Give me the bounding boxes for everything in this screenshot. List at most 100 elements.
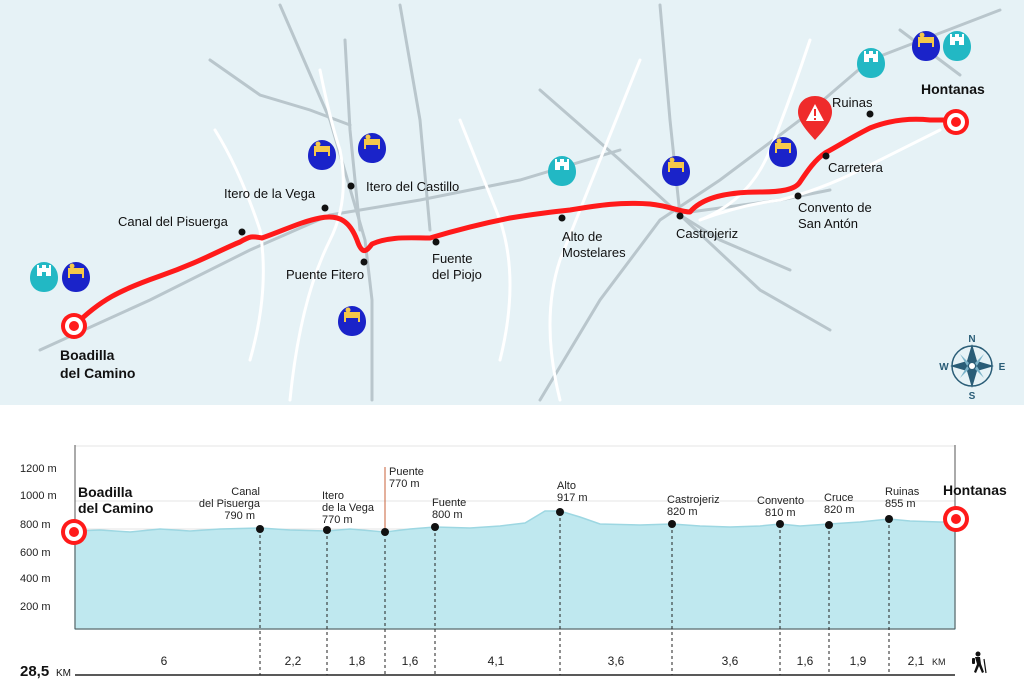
- label-fuente-2: del Piojo: [432, 267, 482, 282]
- wp-alto-1: Alto: [557, 480, 576, 492]
- seg-7: 3,6: [722, 654, 739, 668]
- waypoint-labels: Canal del Pisuerga 790 m Itero de la Veg…: [199, 466, 920, 526]
- seg-2: 2,2: [285, 654, 302, 668]
- waypoint-drops: [259, 512, 890, 675]
- albergue-pin-icon[interactable]: [662, 156, 690, 186]
- total-distance-unit: KM: [56, 668, 71, 679]
- label-ruinas: Ruinas: [832, 95, 873, 110]
- albergue-pin-icon[interactable]: [358, 133, 386, 163]
- wp-ruinas-2: 855 m: [885, 498, 916, 510]
- compass-s: S: [969, 391, 976, 402]
- waypoint-dots: [238, 110, 874, 266]
- castle-pin-icon[interactable]: [548, 156, 576, 186]
- wp-itero-1: Itero: [322, 490, 344, 502]
- wp-canal-3: 790 m: [224, 510, 255, 522]
- route-map: Boadilla del Camino Hontanas Canal del P…: [0, 0, 1024, 405]
- albergue-pin-icon[interactable]: [62, 262, 90, 292]
- seg-5: 4,1: [488, 654, 505, 668]
- hiker-icon: [972, 651, 987, 674]
- wp-alto-2: 917 m: [557, 492, 588, 504]
- castle-pin-icon[interactable]: [943, 31, 971, 61]
- compass-n: N: [968, 334, 975, 345]
- seg-1: 6: [161, 654, 168, 668]
- label-puente-fitero: Puente Fitero: [286, 267, 364, 282]
- map-canvas: Boadilla del Camino Hontanas Canal del P…: [30, 3, 1006, 402]
- profile-start-label-2: del Camino: [78, 500, 153, 516]
- seg-10: 2,1: [908, 654, 925, 668]
- wp-convento-2: 810 m: [765, 507, 796, 519]
- castle-pin-icon[interactable]: [30, 262, 58, 292]
- wp-castrojeriz-1: Castrojeriz: [667, 494, 720, 506]
- total-distance: 28,5: [20, 663, 49, 680]
- dot-ruinas: [866, 110, 874, 118]
- seg-8: 1,6: [797, 654, 814, 668]
- dot-convento: [794, 192, 802, 200]
- seg-10-unit: KM: [932, 657, 946, 667]
- y-label-400: 400 m: [20, 573, 51, 585]
- end-target-icon: [943, 109, 969, 135]
- warning-pin-icon[interactable]: [798, 96, 832, 140]
- y-label-1200: 1200 m: [20, 463, 57, 475]
- profile-start-label-1: Boadilla: [78, 484, 133, 500]
- albergue-pin-icon[interactable]: [338, 306, 366, 336]
- label-canal: Canal del Pisuerga: [118, 214, 229, 229]
- segment-distances: 6 2,2 1,8 1,6 4,1 3,6 3,6 1,6 1,9 2,1 KM: [161, 654, 946, 668]
- dot-castrojeriz: [676, 212, 684, 220]
- profile-dots: [256, 508, 893, 536]
- wp-itero-3: 770 m: [322, 514, 353, 526]
- map-start-label-2: del Camino: [60, 365, 135, 381]
- wp-cruce-2: 820 m: [824, 504, 855, 516]
- dot-alto: [558, 214, 566, 222]
- label-castrojeriz: Castrojeriz: [676, 226, 738, 241]
- dot-puente-fitero: [360, 258, 368, 266]
- albergue-pin-icon[interactable]: [912, 31, 940, 61]
- seg-3: 1,8: [349, 654, 366, 668]
- label-alto-1: Alto de: [562, 229, 602, 244]
- label-fuente-1: Fuente: [432, 251, 472, 266]
- wp-ruinas-1: Ruinas: [885, 486, 920, 498]
- label-carretera: Carretera: [828, 160, 884, 175]
- seg-4: 1,6: [402, 654, 419, 668]
- albergue-pin-icon[interactable]: [769, 137, 797, 167]
- start-target-icon: [61, 313, 87, 339]
- y-axis: 1200 m 1000 m 800 m 600 m 400 m 200 m: [20, 463, 57, 613]
- seg-6: 3,6: [608, 654, 625, 668]
- albergue-pin-icon[interactable]: [308, 140, 336, 170]
- y-label-800: 800 m: [20, 519, 51, 531]
- y-label-600: 600 m: [20, 547, 51, 559]
- wp-fuente-1: Fuente: [432, 497, 466, 509]
- label-itero-vega: Itero de la Vega: [224, 186, 316, 201]
- map-start-label-1: Boadilla: [60, 347, 115, 363]
- y-label-200: 200 m: [20, 601, 51, 613]
- profile-end-label: Hontanas: [943, 482, 1007, 498]
- profile-end-target-icon: [943, 506, 969, 532]
- wp-canal-1: Canal: [231, 486, 260, 498]
- wp-puente-1: Puente: [389, 466, 424, 478]
- label-convento-2: San Antón: [798, 216, 858, 231]
- map-end-label: Hontanas: [921, 81, 985, 97]
- wp-castrojeriz-2: 820 m: [667, 506, 698, 518]
- wp-puente-2: 770 m: [389, 478, 420, 490]
- label-itero-castillo: Itero del Castillo: [366, 179, 459, 194]
- compass-rose-icon: N E S W: [939, 334, 1005, 402]
- dot-fuente: [432, 238, 440, 246]
- dot-carretera: [822, 152, 830, 160]
- castle-pin-icon[interactable]: [857, 48, 885, 78]
- profile-start-target-icon: [61, 519, 87, 545]
- dot-itero-vega: [321, 204, 329, 212]
- wp-fuente-2: 800 m: [432, 509, 463, 521]
- profile-canvas: 1200 m 1000 m 800 m 600 m 400 m 200 m: [20, 445, 1007, 680]
- y-label-1000: 1000 m: [20, 490, 57, 502]
- dot-itero-castillo: [347, 182, 355, 190]
- elevation-profile: 1200 m 1000 m 800 m 600 m 400 m 200 m: [0, 405, 1024, 683]
- dot-canal: [238, 228, 246, 236]
- wp-cruce-1: Cruce: [824, 492, 853, 504]
- wp-canal-2: del Pisuerga: [199, 498, 261, 510]
- compass-w: W: [939, 362, 949, 373]
- route-line: [71, 116, 958, 329]
- label-convento-1: Convento de: [798, 200, 872, 215]
- wp-convento-1: Convento: [757, 495, 804, 507]
- compass-e: E: [999, 362, 1006, 373]
- wp-itero-2: de la Vega: [322, 502, 375, 514]
- seg-9: 1,9: [850, 654, 867, 668]
